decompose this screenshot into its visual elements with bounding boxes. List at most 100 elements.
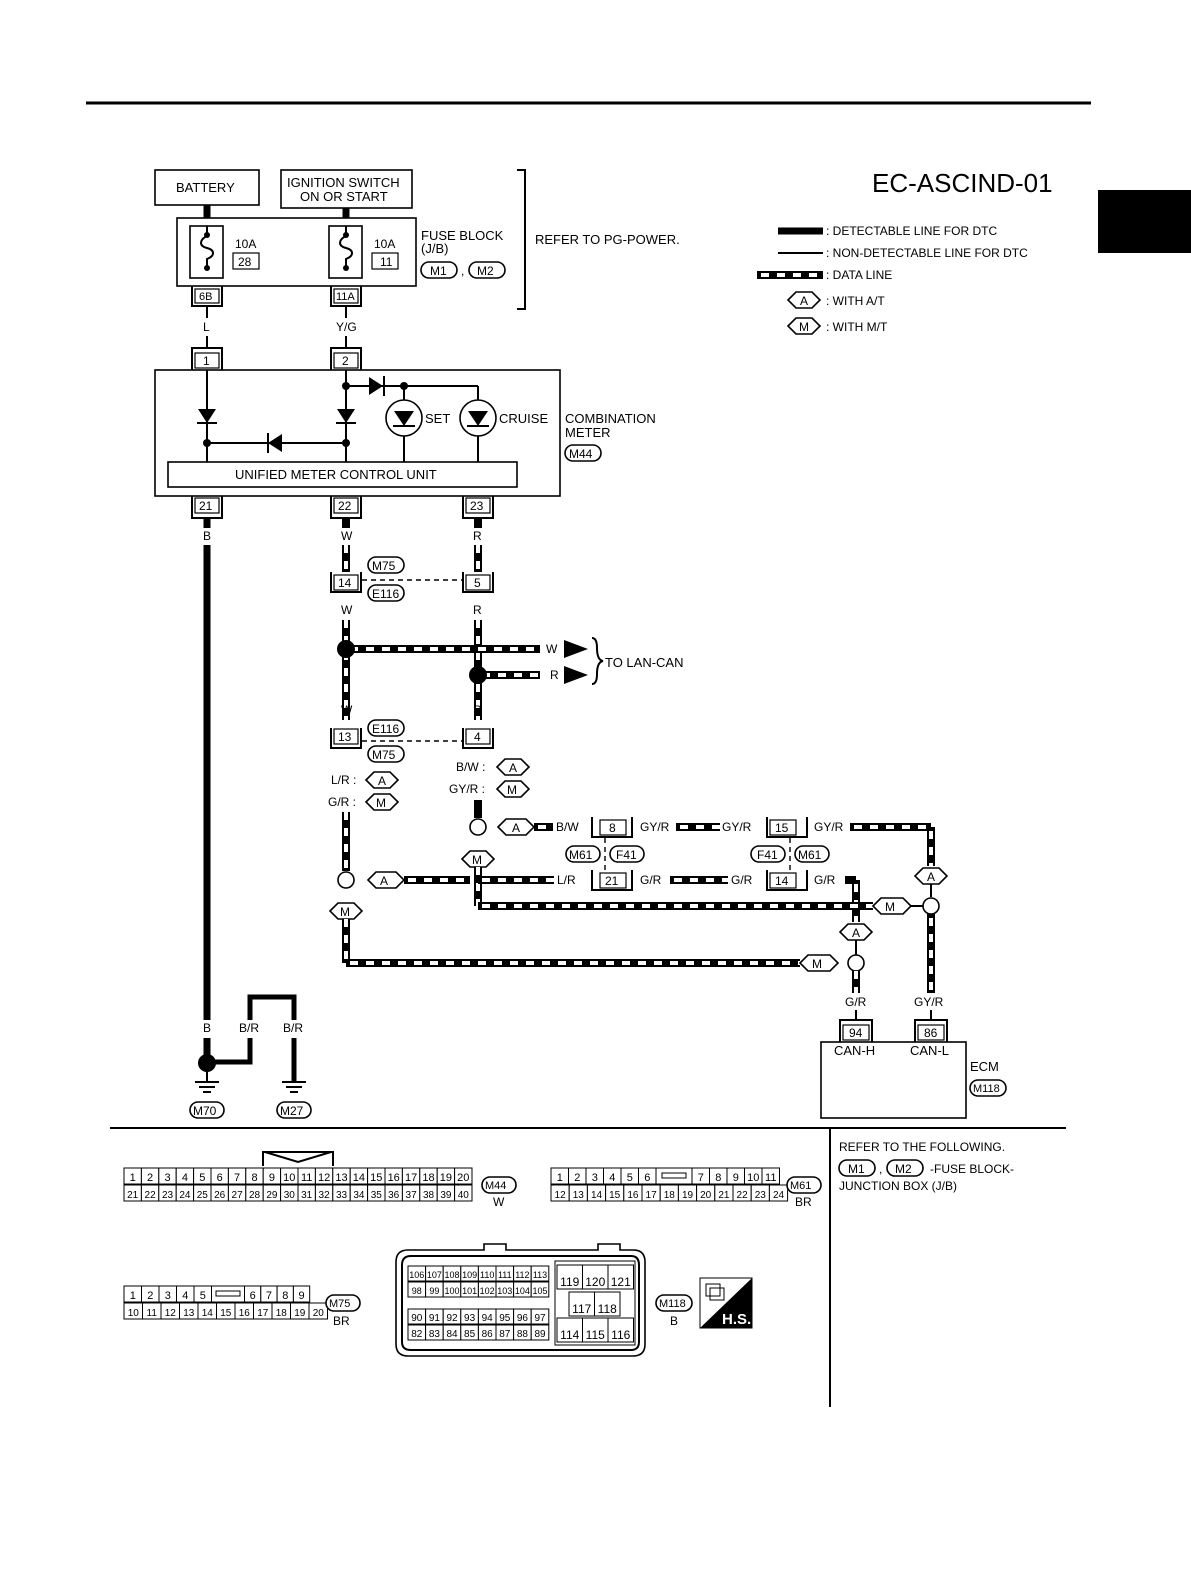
connector-pin-number: 97 [534,1313,546,1324]
svg-text:GY/R: GY/R [640,820,670,834]
svg-text:L/R: L/R [557,873,576,887]
connector-pin [594,1291,621,1317]
connector-pin-number: 20 [457,1172,469,1184]
svg-text:A: A [512,821,520,835]
connector-pin-number: 91 [429,1313,441,1324]
svg-text:M61: M61 [790,1180,811,1192]
svg-text:GY/R: GY/R [914,995,944,1009]
connector-pin-number: 119 [560,1275,579,1289]
connector-pin-number: 4 [182,1290,188,1302]
svg-text:M118: M118 [973,1083,1000,1095]
connector-pin-number: 7 [266,1290,272,1302]
svg-text:M44: M44 [485,1180,506,1192]
svg-text:W: W [341,703,353,717]
svg-text:M75: M75 [372,559,396,573]
connector-pin [607,1317,634,1343]
connector-pin-number: 22 [145,1190,157,1201]
connector-pin-number: 39 [440,1190,452,1201]
connector-pin-number: 115 [586,1328,605,1342]
connector-pin-number: 9 [733,1172,739,1184]
connector-pin-number: 28 [249,1190,261,1201]
connector-pin-number: 104 [515,1286,530,1296]
svg-text:CRUISE: CRUISE [499,411,548,426]
svg-text:10A: 10A [374,237,395,251]
connector-pin-number: 20 [700,1190,712,1201]
svg-text:11A: 11A [336,291,355,303]
connector-pin-number: 40 [458,1190,470,1201]
svg-text:W: W [341,603,353,617]
legend-with-mt: : WITH M/T [826,320,888,334]
svg-text:28: 28 [238,255,252,269]
section-tab [1098,190,1191,253]
connector-pin-number: 26 [214,1190,226,1201]
connector-pin-number: 34 [353,1190,365,1201]
connector-pin-number: 25 [197,1190,209,1201]
connector-key-slot [661,1172,687,1179]
connector-pin-number: 105 [532,1286,547,1296]
connector-pin-number: 23 [755,1190,767,1201]
connector-pin-number: 12 [555,1190,567,1201]
svg-text:M: M [472,853,482,867]
svg-text:R: R [550,668,559,682]
svg-text:UNIFIED METER CONTROL UNIT: UNIFIED METER CONTROL UNIT [235,467,437,482]
connector-pin [607,1264,634,1290]
connector-pin-number: 86 [482,1329,494,1340]
svg-text:14: 14 [338,576,352,590]
connector-pin-number: 31 [301,1190,313,1201]
connector-pin [556,1264,583,1290]
connector-pin [556,1317,583,1343]
connector-pin-number: 100 [444,1286,459,1296]
connector-pin [308,1302,328,1320]
connector-pin-number: 36 [388,1190,400,1201]
svg-text:M: M [340,905,350,919]
svg-text:A: A [378,774,386,788]
svg-text:G/R: G/R [814,873,836,887]
svg-text:M2: M2 [895,1162,912,1176]
svg-text:A: A [380,874,388,888]
svg-text:G/R :: G/R : [328,795,356,809]
connector-pin-number: 19 [440,1172,452,1184]
connector-pin-number: 2 [147,1290,153,1302]
connector-pin-number: 19 [294,1308,306,1319]
svg-text:M: M [799,320,809,334]
connector-pin-number: 21 [718,1190,730,1201]
connector-pin-number: 120 [585,1275,605,1289]
svg-text:B: B [670,1314,678,1328]
svg-text:1: 1 [203,354,210,368]
connector-pin-number: 7 [234,1172,240,1184]
connector-pin-number: 106 [409,1270,424,1280]
connector-pin-number: 3 [165,1290,171,1302]
svg-text:A: A [509,761,517,775]
connector-pin-number: 110 [480,1270,494,1280]
connector-pin-number: 24 [773,1190,785,1201]
svg-text:M2: M2 [477,264,494,278]
connector-pin [530,1308,550,1325]
svg-text:R: R [473,603,482,617]
connector-pin [454,1184,473,1202]
connector-pin-number: 33 [336,1190,348,1201]
connector-pin-number: 9 [269,1172,275,1184]
svg-text:M61: M61 [569,848,593,862]
svg-text:REFER TO THE FOLLOWING.: REFER TO THE FOLLOWING. [839,1140,1005,1154]
svg-text:M1: M1 [848,1162,865,1176]
connector-pin-number: 19 [682,1190,694,1201]
connector-pin-number: 2 [574,1172,580,1184]
connector-pin-number: 96 [517,1313,529,1324]
connector-pin-number: 3 [164,1172,170,1184]
connector-pin-number: 101 [462,1286,477,1296]
connector-pin-number: 17 [646,1190,658,1201]
svg-text:15: 15 [775,821,789,835]
svg-text:M: M [376,796,386,810]
svg-text:A: A [800,294,808,308]
svg-text:5: 5 [474,576,481,590]
connector-pin-number: 1 [557,1172,563,1184]
connector-pin-number: 17 [405,1172,417,1184]
svg-text:W: W [546,642,558,656]
connector-pin-number: 93 [464,1313,476,1324]
connector-pin-number: 9 [298,1290,304,1302]
connector-pin-number: 13 [573,1190,585,1201]
connector-pin-number: 29 [266,1190,278,1201]
svg-text:M118: M118 [659,1298,686,1310]
legend-data-line: : DATA LINE [826,268,892,282]
